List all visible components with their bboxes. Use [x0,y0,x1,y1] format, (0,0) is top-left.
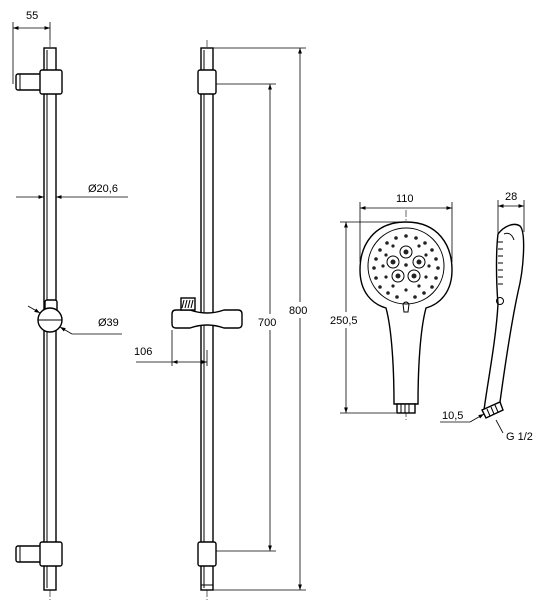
nozzle-pattern [372,234,440,299]
dim-bar-length: 800 [289,305,307,317]
rail-front-view: 106 700 800 [134,40,313,600]
bottom-bracket-front [197,541,217,567]
hand-shower-side: 28 10,5 G 1/2 [440,191,533,443]
dim-slider-projection: 106 [134,346,152,358]
dim-bar-diameter: Ø20,6 [88,183,118,195]
dim-head-length: 250,5 [330,315,358,327]
side-nozzles [498,241,503,285]
rail-side-view: 55 Ø20,6 Ø39 [12,10,128,600]
dim-head-depth: 28 [505,191,517,203]
hose-connector [396,403,416,414]
dim-fixing-distance: 700 [258,317,276,329]
hand-shower-front: 110 250,5 [329,193,453,420]
slider-front [171,297,243,329]
slider-knob [37,299,63,333]
dim-head-width: 110 [396,193,414,205]
dim-bar-offset: 55 [26,10,38,22]
bottom-wall-bracket [15,541,63,567]
top-bracket-front [197,69,217,95]
dim-knob-diameter: Ø39 [98,317,119,329]
dim-connector-length: 10,5 [442,410,463,422]
thread-label: G 1/2 [506,431,533,443]
hand-shower-side-outline [483,223,525,412]
hand-shower-outline [359,221,453,405]
top-wall-bracket [15,69,63,95]
